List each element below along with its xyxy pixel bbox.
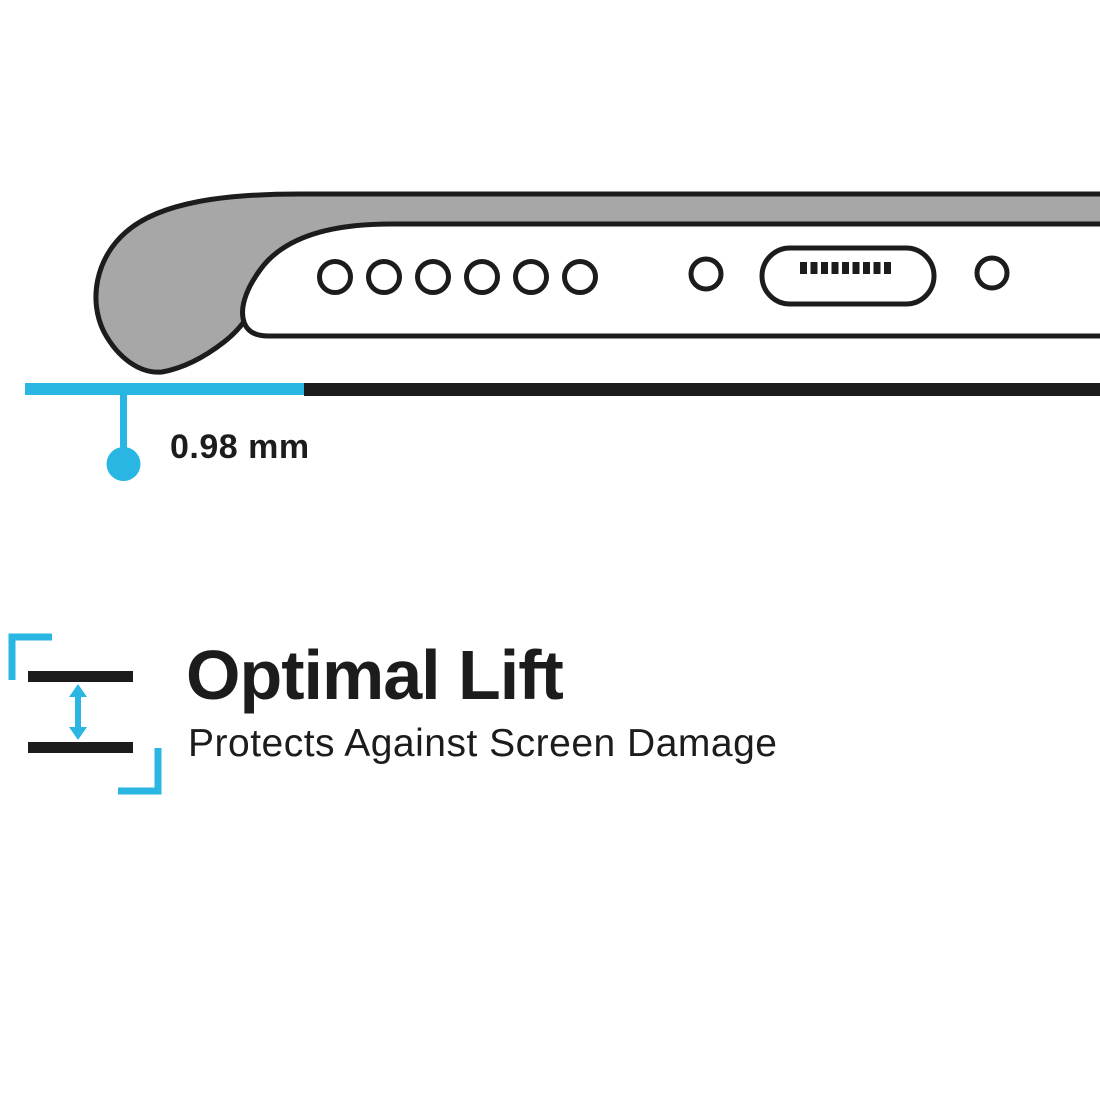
speaker-hole [464,259,500,295]
bracket-bottom-right [118,748,162,795]
screw-hole-icon [974,255,1010,291]
upper-bar [28,671,133,682]
lift-value-label: 0.98 mm [170,428,310,466]
lower-bar [28,742,133,753]
bracket-top-left [8,633,52,680]
speaker-grille-holes [317,259,598,295]
speaker-hole [415,259,451,295]
lift-measurement: 0.98 mm [25,383,1100,481]
microphone-hole-icon [688,256,724,292]
speaker-hole [513,259,549,295]
feature-subtitle: Protects Against Screen Damage [188,722,778,765]
speaker-hole [317,259,353,295]
lift-gap-icon [8,633,162,795]
charging-port-icon [759,245,937,307]
callout-leader-line [120,393,127,451]
optimal-lift-feature: Optimal Lift Protects Against Screen Dam… [0,618,1100,808]
phone-case-diagram: 0.98 mm [25,191,1100,481]
speaker-hole [366,259,402,295]
callout-dot [106,447,141,481]
lift-baseline-cyan [25,383,304,395]
feature-title: Optimal Lift [186,636,564,714]
speaker-hole [562,259,598,295]
gap-arrow [69,684,87,740]
screen-baseline-black [304,383,1100,396]
feature-text-block: Optimal Lift Protects Against Screen Dam… [186,618,777,766]
